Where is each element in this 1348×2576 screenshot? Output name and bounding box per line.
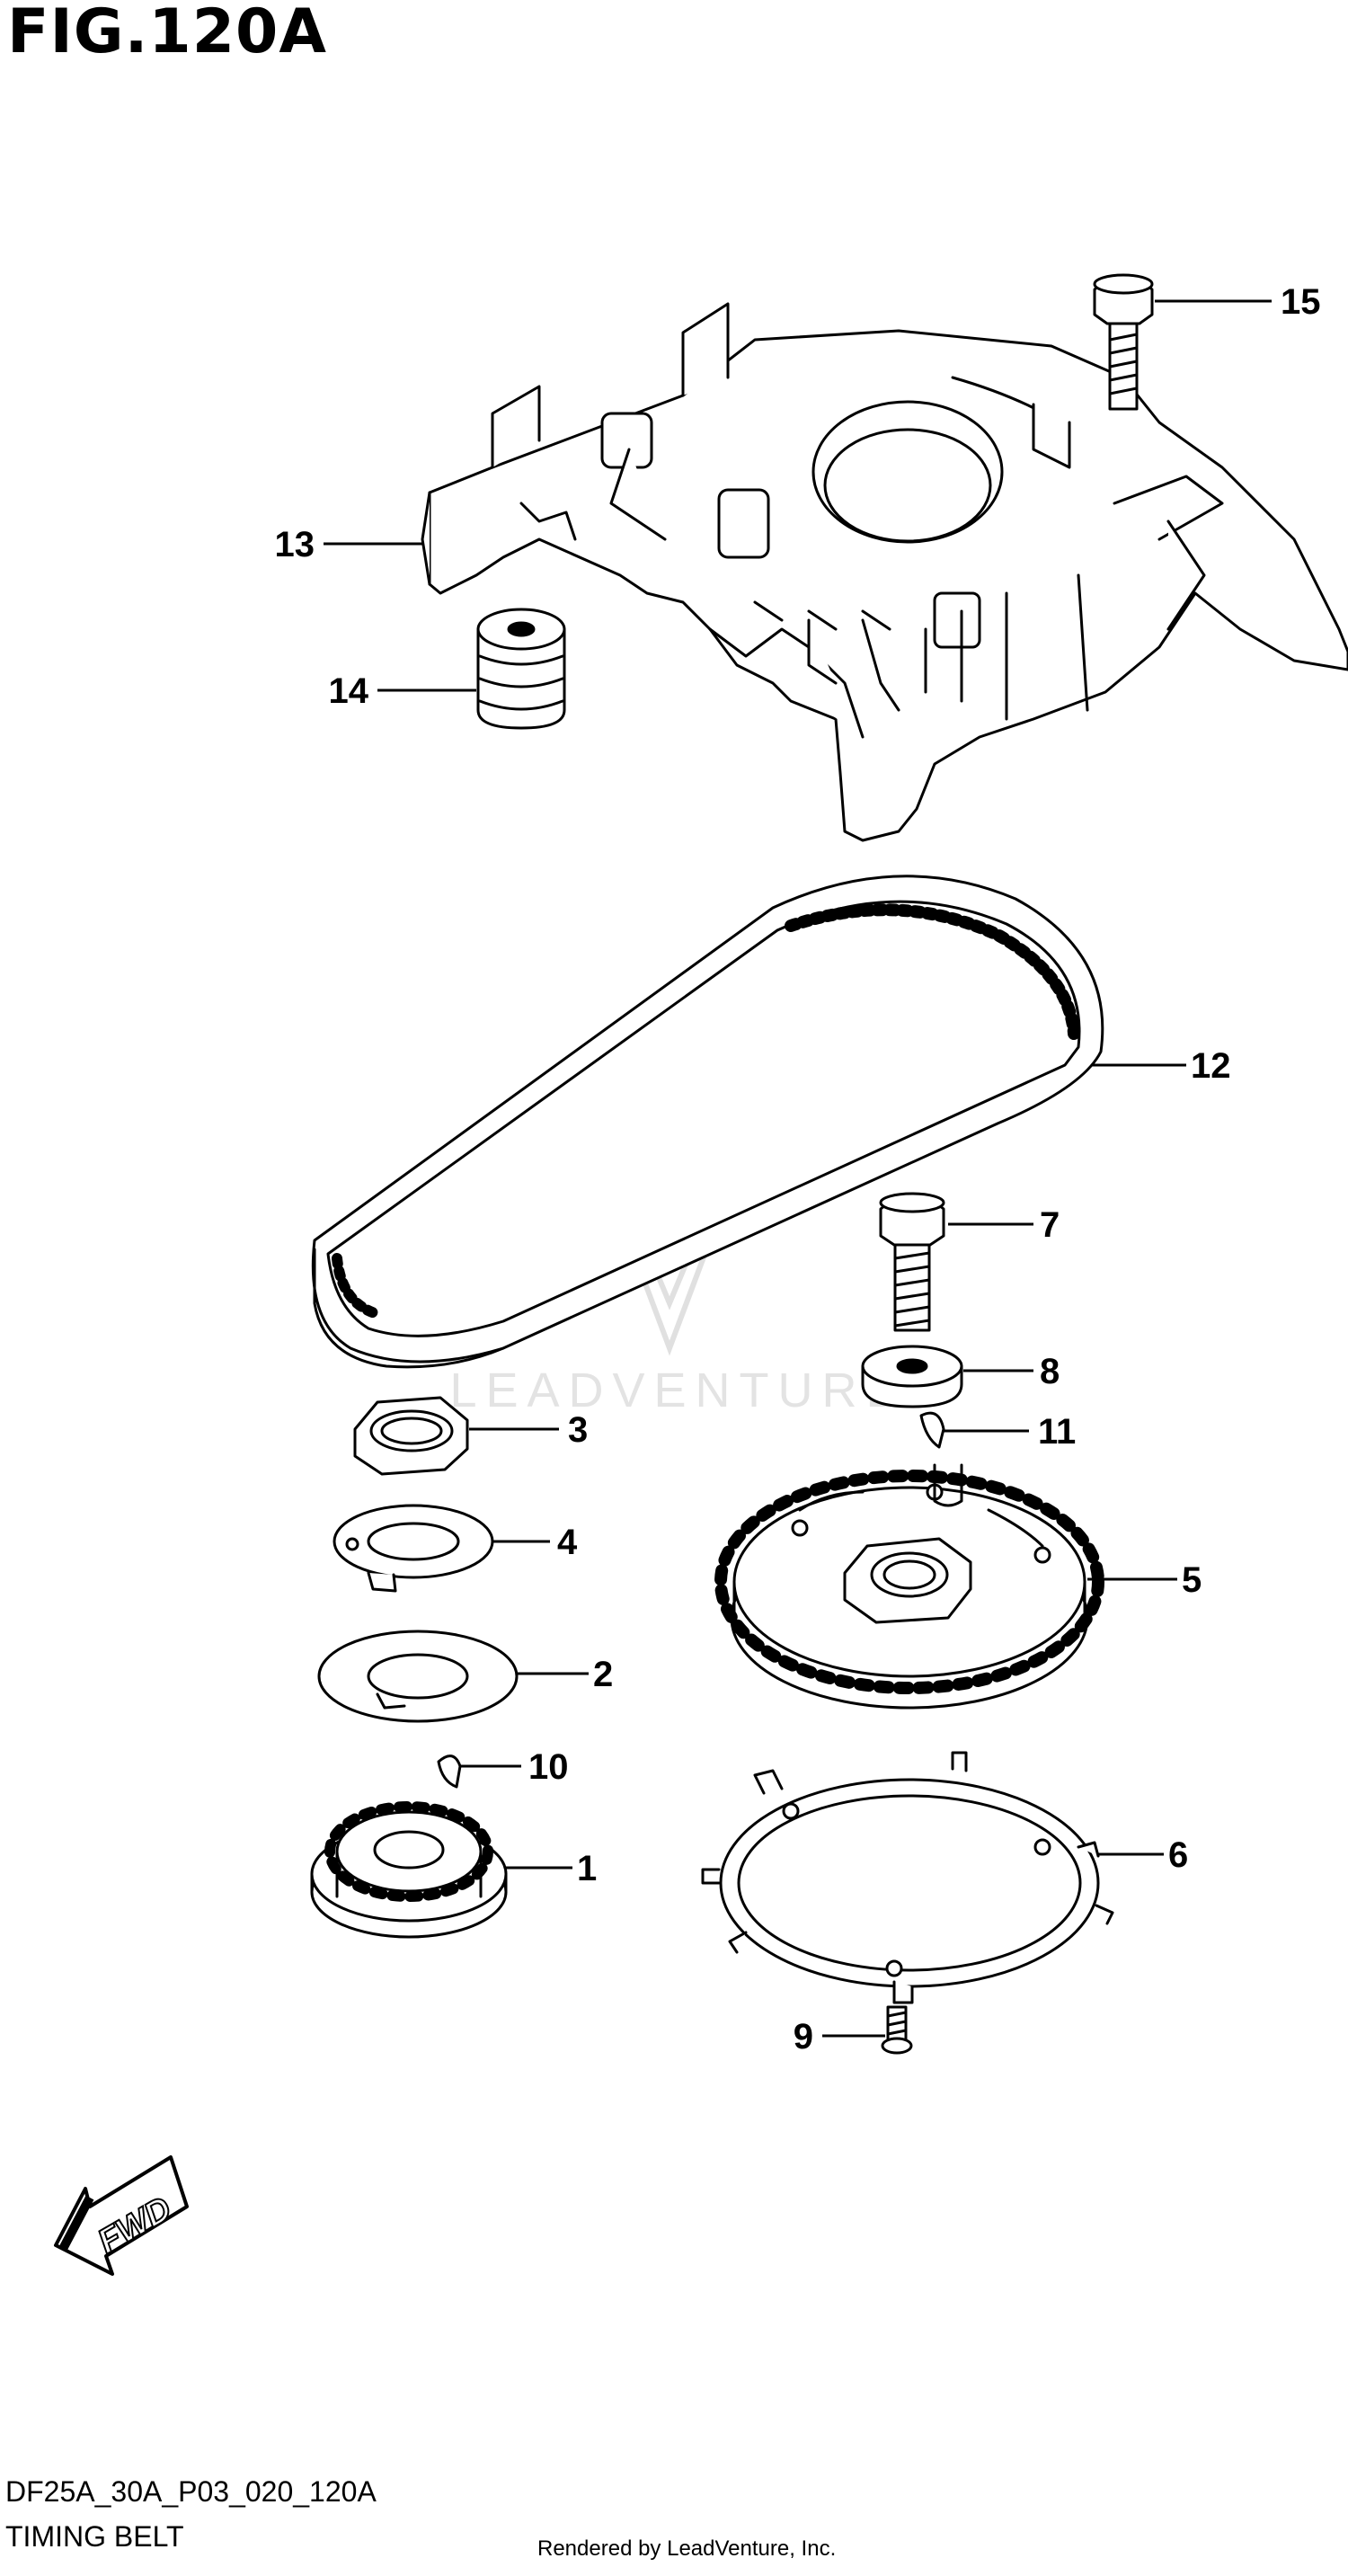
diagram-caption: TIMING BELT [5,2520,184,2553]
part-13-timing-belt-cover[interactable] [421,302,1348,842]
callout-7: 7 [1040,1205,1060,1245]
watermark: LEADVENTURE [449,1153,907,1417]
watermark-text: LEADVENTURE [449,1364,907,1417]
callout-3: 3 [568,1410,588,1450]
callout-10: 10 [528,1747,569,1787]
callout-labels: 15 13 14 12 7 8 11 3 4 5 2 10 1 6 9 [275,282,1321,2056]
callout-5: 5 [1182,1560,1202,1600]
callout-2: 2 [593,1655,613,1694]
part-15-bolt[interactable] [1093,273,1154,411]
part-7-bolt[interactable] [879,1192,945,1332]
callout-15: 15 [1281,282,1321,322]
callout-12: 12 [1191,1046,1231,1086]
callout-9: 9 [794,2017,813,2056]
callout-6: 6 [1168,1835,1188,1875]
callout-1: 1 [577,1849,597,1888]
part-11-key[interactable] [919,1411,945,1449]
part-9-screw[interactable] [881,2005,913,2055]
callout-4: 4 [557,1523,578,1562]
part-8-washer[interactable] [861,1345,963,1408]
figure-title: FIG.120A [7,0,327,67]
part-6-belt-guide[interactable] [701,1751,1114,2004]
part-2-washer[interactable] [317,1630,519,1723]
diagram-code: DF25A_30A_P03_020_120A [5,2475,377,2508]
callout-8: 8 [1040,1352,1060,1391]
part-4-lock-washer[interactable] [333,1504,494,1593]
leader-lines [324,299,1272,2038]
callout-13: 13 [275,525,315,564]
part-12-timing-belt[interactable] [311,875,1104,1369]
callout-14: 14 [329,671,369,711]
part-1-crank-pulley[interactable] [310,1801,508,1939]
callout-11: 11 [1038,1412,1076,1452]
part-10-key[interactable] [437,1754,462,1789]
fwd-arrow-icon: FWD [54,2155,189,2276]
part-5-driven-pulley[interactable] [714,1463,1104,1710]
part-14-grommet[interactable] [476,608,566,730]
render-credit: Rendered by LeadVenture, Inc. [537,2536,837,2561]
part-3-nut[interactable] [353,1396,469,1476]
